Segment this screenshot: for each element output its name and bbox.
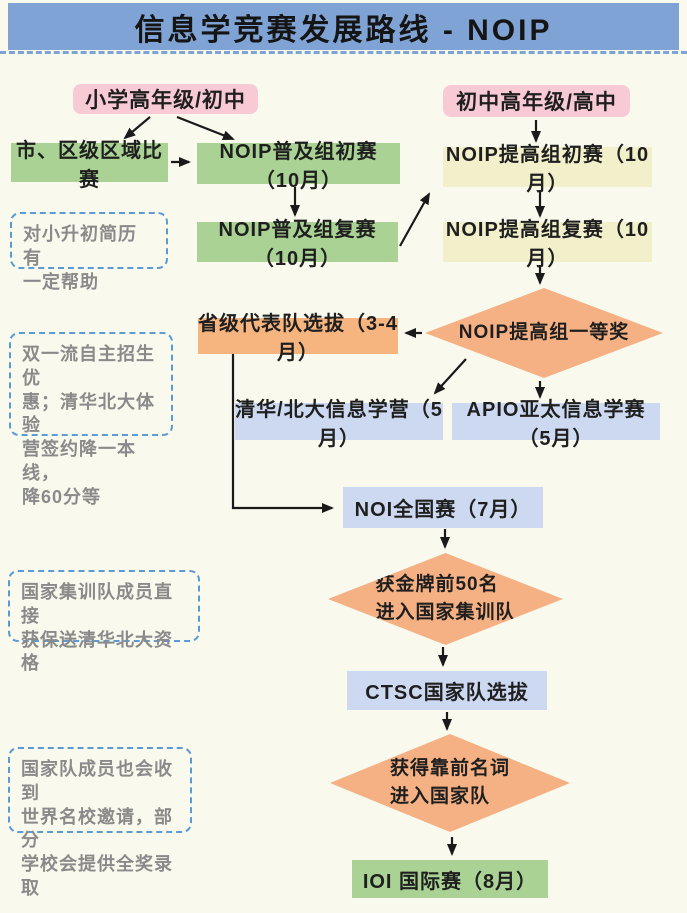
note-national-training-benefit: 国家集训队成员直接 获保送清华北大资格 — [8, 570, 200, 673]
node-apio: APIO亚太信息学赛（5月） — [452, 399, 660, 450]
node-tg-prelim: NOIP提高组初赛（10月） — [443, 144, 652, 195]
node-ctsc: CTSC国家队选拔 — [347, 671, 547, 710]
tg-first-prize-label: NOIP提高组一等奖 — [458, 321, 630, 343]
note-primary-benefit: 对小升初简历有 一定帮助 — [10, 212, 168, 292]
node-pj-prelim: NOIP普及组初赛（10月） — [197, 141, 400, 192]
node-pj-final: NOIP普及组复赛（10月） — [197, 219, 398, 270]
node-provincial-team: 省级代表队选拔（3-4月） — [198, 313, 398, 364]
arrow-prize-to-camp — [433, 358, 467, 395]
node-thu-pku-camp: 清华/北大信息学营（5月） — [235, 398, 443, 450]
node-city-contest: 市、区级区域比赛 — [11, 140, 168, 191]
gold-top50-label: 获金牌前50名 进入国家集训队 — [375, 573, 516, 624]
node-gold-top50-diamond: 获金牌前50名 进入国家集训队 — [328, 553, 563, 645]
title-separator — [0, 51, 687, 54]
node-tg-final: NOIP提高组复赛（10月） — [443, 219, 652, 270]
node-secondary-stage: 初中高年级/高中 — [443, 85, 630, 117]
node-ioi: IOI 国际赛（8月） — [352, 860, 548, 898]
page-title: 信息学竞赛发展路线 - NOIP — [8, 3, 679, 50]
node-tg-first-prize-diamond: NOIP提高组一等奖 — [425, 288, 663, 378]
node-noi: NOI全国赛（7月） — [343, 487, 543, 528]
note-admission-benefit: 双一流自主招生优 惠；清华北大体验 营签约降一本线， 降60分等 — [9, 332, 173, 507]
top-rank-label: 获得靠前名词 进入国家队 — [389, 757, 510, 808]
node-top-rank-diamond: 获得靠前名词 进入国家队 — [330, 734, 570, 832]
note-national-team-benefit: 国家队成员也会收到 世界名校邀请，部分 学校会提供全奖录取 — [8, 747, 192, 898]
node-primary-stage: 小学高年级/初中 — [73, 84, 258, 114]
arrow-pj-final-to-tg-prelim — [399, 192, 430, 247]
